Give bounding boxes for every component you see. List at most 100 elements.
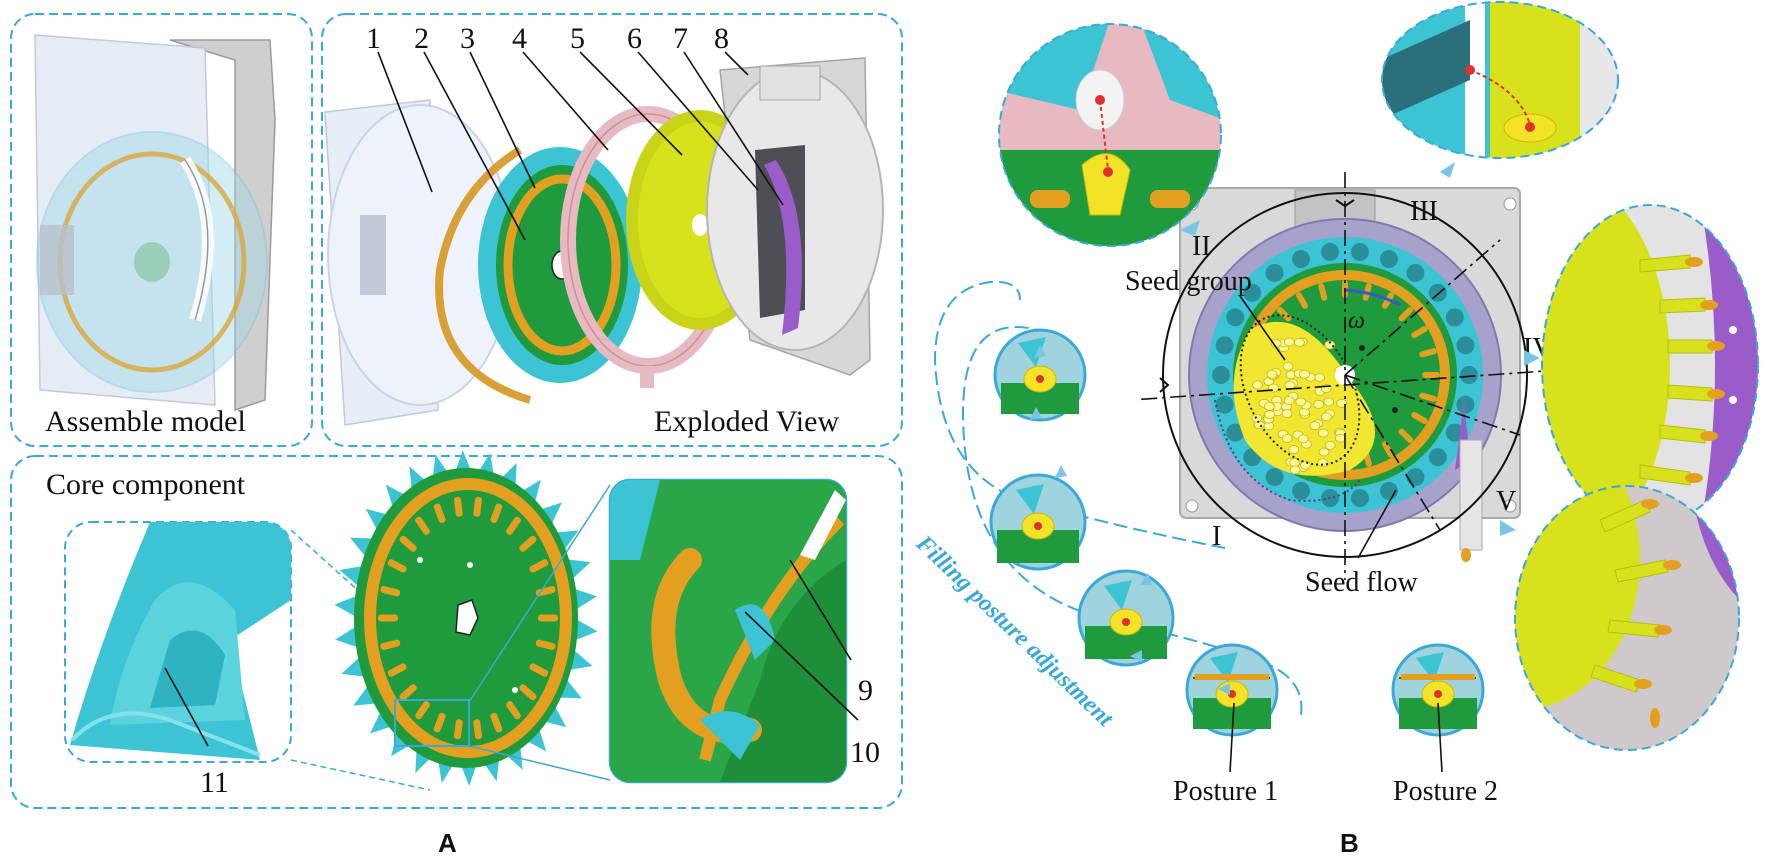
part-2-guide bbox=[435, 146, 532, 404]
posture-bubbles bbox=[989, 328, 1485, 737]
core-slot bbox=[529, 559, 549, 573]
core-slot bbox=[380, 586, 401, 597]
metering-pocket bbox=[1428, 283, 1447, 302]
posture-1-label: Posture 1 bbox=[1173, 776, 1278, 807]
core-caption: Core component bbox=[46, 468, 246, 501]
metering-slot bbox=[1276, 306, 1292, 322]
seed-dot bbox=[1314, 373, 1326, 382]
core-slot bbox=[378, 614, 398, 622]
metering-pocket bbox=[1292, 250, 1311, 269]
metering-pocket bbox=[1406, 263, 1425, 282]
part-8-housing bbox=[706, 57, 884, 376]
posture-bubble bbox=[989, 473, 1087, 571]
core-slot bbox=[473, 719, 482, 740]
cell-number-11: 11 bbox=[200, 766, 229, 799]
assemble-caption: Assemble model bbox=[45, 405, 246, 438]
metering-slot bbox=[1419, 392, 1437, 402]
core-fin bbox=[385, 484, 408, 511]
metering-pocket bbox=[1292, 481, 1311, 500]
zone-label-v: V bbox=[1496, 486, 1516, 517]
part-3-disc bbox=[478, 147, 642, 383]
assemble-frame bbox=[10, 13, 313, 447]
metering-pocket bbox=[1428, 448, 1447, 467]
metering-pocket bbox=[1265, 263, 1284, 282]
metering-pocket bbox=[1456, 395, 1475, 414]
core-fin bbox=[542, 703, 567, 728]
seed-dot bbox=[1281, 434, 1293, 443]
seed-dot bbox=[1323, 397, 1335, 407]
metering-pocket bbox=[1215, 395, 1234, 414]
metering-slot bbox=[1419, 348, 1437, 358]
seed-flow-label: Seed flow bbox=[1305, 567, 1419, 598]
closeup-zone-ii bbox=[998, 23, 1222, 247]
seed-dot bbox=[1336, 398, 1348, 408]
panel-b: Seed group Seed flow ω I II III IV V bbox=[910, 1, 1759, 858]
metering-pocket bbox=[1215, 336, 1234, 355]
core-slot bbox=[529, 663, 549, 677]
core-slot bbox=[473, 496, 482, 517]
seed-dot bbox=[1317, 428, 1329, 438]
seed-dot bbox=[1283, 396, 1295, 406]
core-slot bbox=[490, 712, 503, 733]
posture-bubble bbox=[1391, 643, 1485, 737]
posture-2-label: Posture 2 bbox=[1393, 776, 1498, 807]
core-disc-slots bbox=[378, 496, 558, 740]
core-slot bbox=[535, 639, 556, 650]
seed-dot bbox=[1318, 447, 1330, 457]
metering-pocket bbox=[1379, 250, 1398, 269]
seed-dot bbox=[1281, 409, 1293, 418]
core-fin bbox=[391, 730, 412, 757]
seed-dot bbox=[1266, 369, 1278, 379]
core-slot bbox=[519, 684, 537, 701]
posture-bubble bbox=[1077, 569, 1175, 667]
metering-slot bbox=[1411, 412, 1428, 424]
seed-dot bbox=[1320, 412, 1332, 422]
seed-dot bbox=[1335, 433, 1346, 443]
seed-dot bbox=[1293, 337, 1305, 347]
zone-label-iii: III bbox=[1410, 196, 1438, 227]
part-number-5: 5 bbox=[570, 22, 585, 55]
exploded-view-drawing: 1 2 3 4 5 6 7 8 bbox=[324, 22, 884, 426]
metering-slot bbox=[1411, 326, 1428, 339]
core-fin bbox=[571, 587, 597, 611]
core-slot bbox=[380, 639, 401, 650]
panel-a-label: A bbox=[438, 828, 457, 858]
seed-dot bbox=[1283, 337, 1295, 347]
assemble-model-drawing bbox=[34, 34, 276, 412]
core-fin bbox=[538, 502, 562, 528]
metering-pocket bbox=[1350, 489, 1369, 508]
panel-b-label: B bbox=[1340, 828, 1359, 858]
core-fin bbox=[370, 708, 394, 734]
part-number-2: 2 bbox=[414, 22, 429, 55]
detail-zoom: 9 10 bbox=[608, 478, 880, 784]
exploded-frame bbox=[321, 13, 903, 447]
metering-slot bbox=[1318, 283, 1328, 301]
core-fin bbox=[335, 625, 361, 649]
metering-pockets bbox=[1212, 242, 1478, 508]
core-slot bbox=[506, 701, 521, 720]
seed-cell-closeup: 11 bbox=[64, 521, 292, 799]
zone-label-i: I bbox=[1212, 521, 1221, 552]
detail-number-10: 10 bbox=[850, 736, 880, 769]
core-slot bbox=[399, 684, 417, 701]
metering-pocket bbox=[1445, 308, 1464, 327]
core-slot bbox=[454, 496, 463, 517]
metering-device bbox=[1179, 187, 1521, 562]
zone-label-ii: II bbox=[1192, 231, 1211, 262]
seed-dot bbox=[1300, 460, 1311, 470]
seed-dot bbox=[1313, 399, 1325, 409]
part-number-3: 3 bbox=[460, 22, 475, 55]
core-slot bbox=[433, 503, 446, 524]
zone-labels: I II III IV V bbox=[1192, 196, 1553, 552]
core-fin bbox=[520, 479, 541, 506]
metering-slot bbox=[1382, 441, 1394, 458]
core-fin bbox=[454, 450, 472, 474]
core-fin bbox=[365, 508, 390, 533]
seed-dot bbox=[1282, 361, 1294, 371]
posture-bubble bbox=[993, 328, 1087, 422]
core-slot bbox=[399, 535, 417, 552]
core-slot bbox=[506, 516, 521, 535]
seed-dot bbox=[1309, 421, 1321, 431]
metering-pocket bbox=[1456, 336, 1475, 355]
core-slot bbox=[387, 559, 407, 573]
